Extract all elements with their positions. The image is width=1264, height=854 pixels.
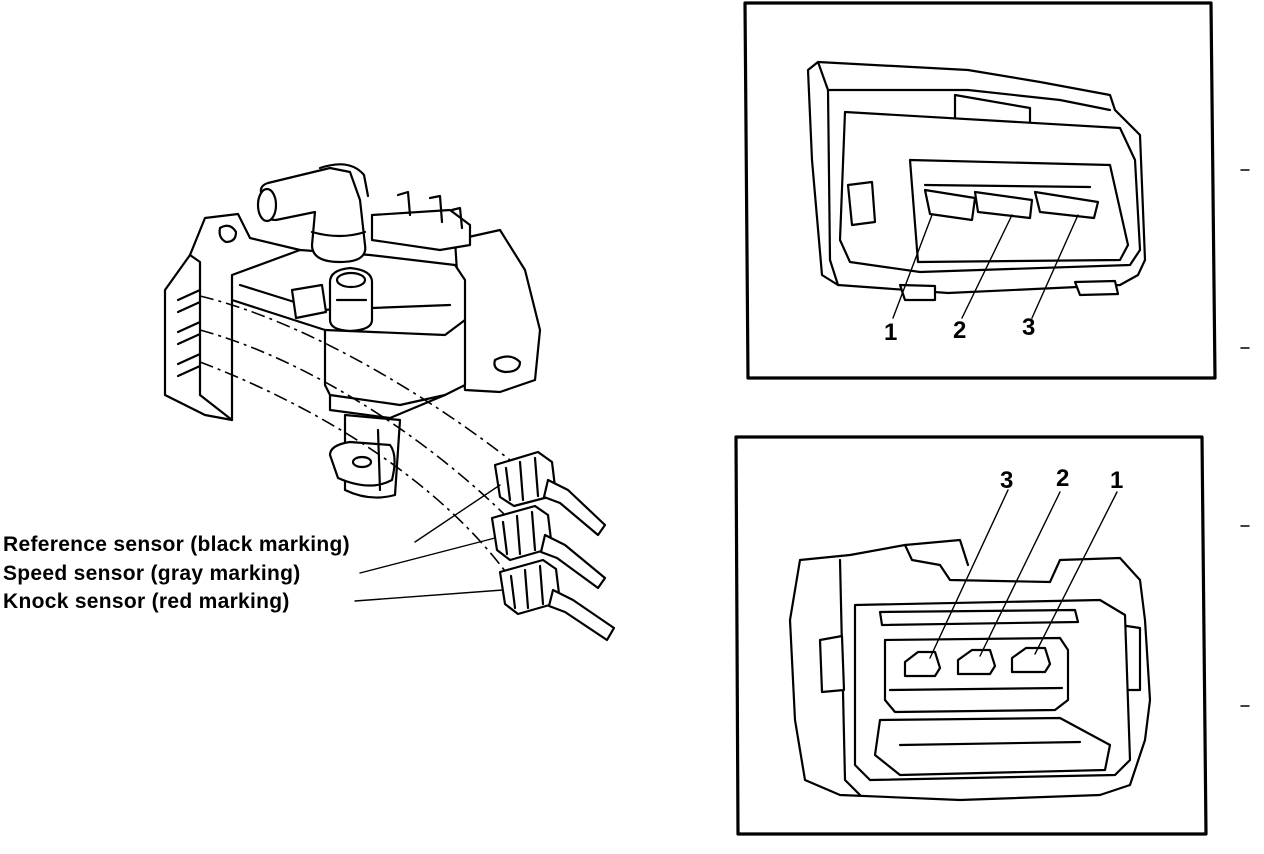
reference-sensor-label: Reference sensor (black marking) bbox=[3, 533, 350, 556]
bottom-pin-1: 1 bbox=[1110, 467, 1123, 494]
edge-tick-marks bbox=[1240, 169, 1250, 707]
top-connector-panel: 1 2 3 bbox=[743, 1, 1217, 380]
sensor-plug-speed bbox=[490, 504, 607, 590]
sensor-plug-knock bbox=[498, 558, 616, 642]
knock-sensor-label: Knock sensor (red marking) bbox=[3, 590, 290, 613]
bottom-connector-panel: 3 2 1 bbox=[734, 435, 1208, 836]
bottom-pin-2: 2 bbox=[1056, 465, 1069, 492]
top-pin-1: 1 bbox=[884, 319, 897, 346]
top-pin-3: 3 bbox=[1022, 314, 1035, 341]
bottom-pin-3: 3 bbox=[1000, 467, 1013, 494]
sensor-plug-reference bbox=[493, 450, 607, 537]
speed-sensor-label: Speed sensor (gray marking) bbox=[3, 562, 301, 585]
top-pin-2: 2 bbox=[953, 317, 966, 344]
ignition-module-drawing bbox=[163, 163, 542, 576]
